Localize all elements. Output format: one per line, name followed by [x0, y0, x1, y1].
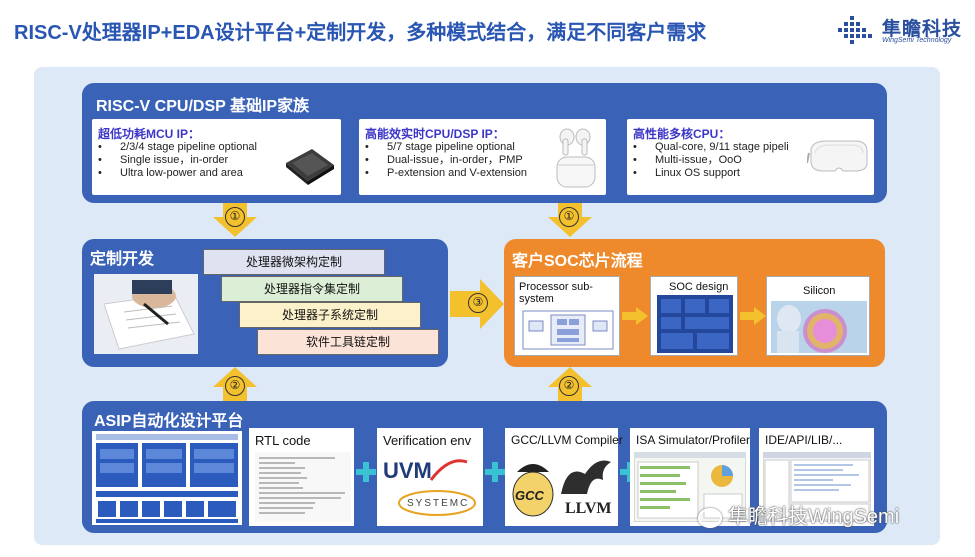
gcc-logo-icon [512, 464, 554, 517]
custom-item-toolchain: 软件工具链定制 [257, 329, 439, 355]
ip-card-bullets: 2/3/4 stage pipeline optional Single iss… [98, 141, 257, 180]
bullet-item: Dual-issue，in-order，PMP [365, 154, 527, 167]
ip-card-bullets: 5/7 stage pipeline optional Dual-issue，i… [365, 141, 527, 180]
contract-photo-icon [94, 274, 198, 354]
ip-card-multicore: 高性能多核CPU： Qual-core, 9/11 stage pipeli M… [627, 119, 874, 195]
arrow-right-small-icon [740, 307, 766, 325]
ide-screenshot-icon [763, 452, 871, 522]
uvm-logo: UVM [383, 458, 432, 483]
earbuds-image-icon [556, 128, 596, 188]
simulator-screenshot-icon [634, 452, 746, 522]
soc-step-design: SOC design [650, 276, 738, 356]
soc-flow-title: 客户SOC芯片流程 [512, 253, 643, 270]
logo-mark-icon [838, 16, 872, 44]
soc-step-label: Processor sub-system [519, 281, 593, 305]
soc-design-diagram-icon [657, 295, 733, 353]
page-title: RISC-V处理器IP+EDA设计平台+定制开发，多种模式结合，满足不同客户需求 [14, 22, 707, 44]
tool-card-rtl: RTL code [249, 428, 354, 526]
plus-icon [485, 462, 505, 482]
bullet-item: Linux OS support [633, 167, 789, 180]
ip-family-title: RISC-V CPU/DSP 基础IP家族 [96, 98, 310, 115]
arrow-right-small-icon [622, 307, 648, 325]
tool-card-ide: IDE/API/LIB/... [759, 428, 874, 526]
asip-title: ASIP自动化设计平台 [94, 413, 244, 430]
ip-card-title: 高能效实时CPU/DSP IP： [365, 127, 505, 141]
bullet-item: Qual-core, 9/11 stage pipeli [633, 141, 789, 154]
tool-label: ISA Simulator/Profiler [636, 433, 751, 447]
custom-item-microarch: 处理器微架构定制 [203, 249, 385, 275]
uvm-swoosh-icon [429, 459, 468, 481]
soc-step-label: Silicon [803, 285, 836, 297]
tool-label: Verification env [383, 433, 472, 448]
ip-card-bullets: Qual-core, 9/11 stage pipeli Multi-issue… [633, 141, 789, 180]
ip-card-mcu: 超低功耗MCU IP： 2/3/4 stage pipeline optiona… [92, 119, 341, 195]
gcc-label: GCC [515, 488, 544, 503]
watermark-text: 隼瞻科技WingSemi [698, 500, 899, 529]
soc-step-silicon: Silicon [766, 276, 870, 356]
tool-label: RTL code [255, 433, 311, 448]
llvm-label: LLVM [565, 500, 612, 517]
tool-card-compiler: GCC/LLVM Compiler GCC LLVM [505, 428, 623, 526]
marker-two: ② [559, 376, 579, 396]
bullet-item: Ultra low-power and area [98, 167, 257, 180]
systemc-ring-icon [398, 490, 476, 516]
bullet-item: P-extension and V-extension [365, 167, 527, 180]
ip-card-title: 超低功耗MCU IP： [98, 127, 201, 141]
soc-step-label: SOC design [669, 281, 729, 293]
logo-text-en: WingSemi Technology [882, 37, 952, 44]
marker-two: ② [225, 376, 245, 396]
processor-block-diagram-icon [522, 310, 614, 350]
tool-card-verification: Verification env UVM SYSTEMC [377, 428, 483, 526]
custom-item-isa: 处理器指令集定制 [221, 276, 403, 302]
bullet-item: Single issue，in-order [98, 154, 257, 167]
asip-platform-diagram-icon [92, 431, 242, 525]
ip-card-dsp: 高能效实时CPU/DSP IP： 5/7 stage pipeline opti… [359, 119, 606, 195]
company-logo: 隼瞻科技 WingSemi Technology [836, 14, 966, 46]
tool-label: GCC/LLVM Compiler [511, 433, 623, 447]
logo-text-cn: 隼瞻科技 [882, 19, 963, 40]
chip-image-icon [286, 149, 334, 185]
custom-dev-title: 定制开发 [90, 251, 155, 268]
tool-label: IDE/API/LIB/... [765, 433, 843, 447]
marker-one: ① [225, 207, 245, 227]
ip-card-title: 高性能多核CPU： [633, 127, 731, 141]
vr-headset-image-icon [807, 140, 868, 172]
wechat-icon [698, 507, 722, 528]
plus-icon [356, 462, 376, 482]
silicon-wafer-photo-icon [771, 301, 867, 353]
bullet-item: 2/3/4 stage pipeline optional [98, 141, 257, 154]
bullet-item: 5/7 stage pipeline optional [365, 141, 527, 154]
watermark-label: 隼瞻科技WingSemi [728, 506, 900, 528]
soc-step-processor: Processor sub-system [514, 276, 620, 356]
systemc-logo: SYSTEMC [407, 498, 470, 509]
llvm-dragon-icon [561, 460, 611, 494]
code-snippet-icon [255, 452, 351, 522]
custom-item-subsystem: 处理器子系统定制 [239, 302, 421, 328]
bullet-item: Multi-issue，OoO [633, 154, 789, 167]
marker-three: ③ [468, 293, 488, 313]
tool-card-simulator: ISA Simulator/Profiler [630, 428, 750, 526]
marker-one: ① [559, 207, 579, 227]
